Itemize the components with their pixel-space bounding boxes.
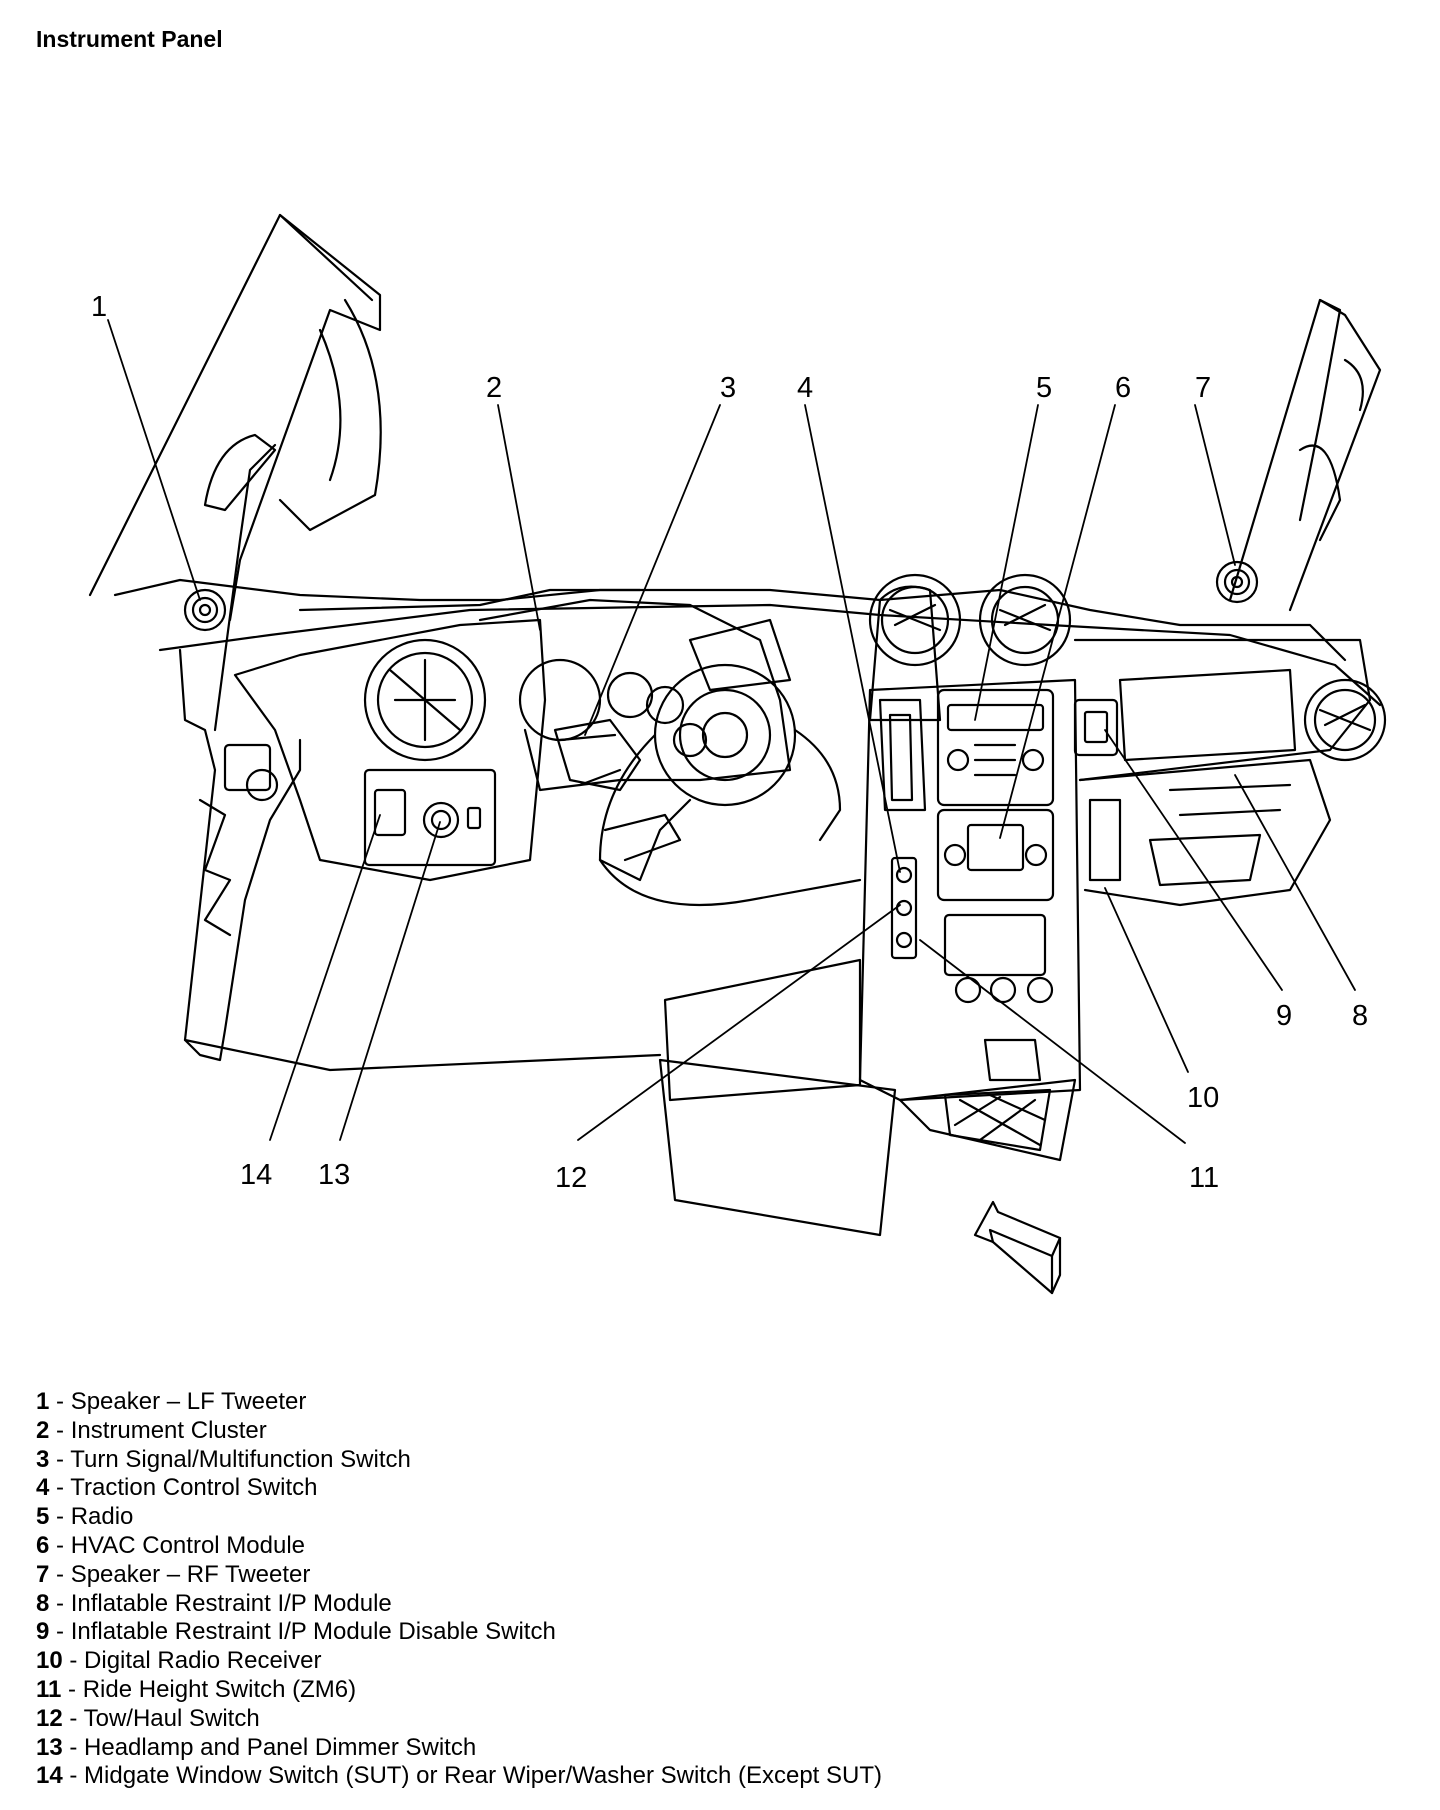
steering-column	[553, 663, 862, 906]
callout-1: 1	[91, 291, 107, 323]
dash-top	[113, 578, 1382, 707]
legend-item: 10 - Digital Radio Receiver	[36, 1647, 322, 1675]
callout-11: 11	[1189, 1162, 1219, 1194]
legend-item: 2 - Instrument Cluster	[36, 1416, 267, 1444]
center-stack	[858, 573, 1082, 1102]
right-dash-panel	[1073, 638, 1387, 907]
page-title: Instrument Panel	[36, 26, 223, 52]
legend-item: 8 - Inflatable Restraint I/P Module	[36, 1589, 392, 1617]
instrument-panel-drawing: 1 2 3 4 5 6 7 8 9 10 11 12 13 14	[88, 213, 1387, 1295]
callout-4: 4	[797, 372, 813, 404]
legend-item: 3 - Turn Signal/Multifunction Switch	[36, 1445, 411, 1473]
legend-item: 7 - Speaker – RF Tweeter	[36, 1560, 311, 1588]
left-a-pillar	[88, 213, 382, 732]
left-vent-bezel	[233, 618, 547, 882]
glove-box	[658, 958, 1077, 1237]
legend: 1 - Speaker – LF Tweeter 2 - Instrument …	[36, 1388, 1186, 1791]
callout-3: 3	[720, 372, 736, 404]
rf-tweeter-speaker	[1215, 560, 1259, 604]
callout-7: 7	[1195, 372, 1211, 404]
callout-9: 9	[1276, 1000, 1292, 1032]
legend-item: 12 - Tow/Haul Switch	[36, 1704, 260, 1732]
callout-2: 2	[486, 372, 502, 404]
callout-5: 5	[1036, 372, 1052, 404]
left-end-panel	[178, 648, 662, 1072]
callout-8: 8	[1352, 1000, 1368, 1032]
legend-item: 5 - Radio	[36, 1503, 134, 1531]
legend-item: 13 - Headlamp and Panel Dimmer Switch	[36, 1733, 477, 1761]
legend-item: 9 - Inflatable Restraint I/P Module Disa…	[36, 1618, 556, 1646]
callout-10: 10	[1187, 1082, 1219, 1114]
legend-item: 14 - Midgate Window Switch (SUT) or Rear…	[36, 1762, 882, 1790]
view-direction-arrow	[973, 1200, 1062, 1295]
legend-item: 11 - Ride Height Switch (ZM6)	[36, 1675, 357, 1703]
right-a-pillar	[1228, 298, 1382, 612]
callout-14: 14	[240, 1159, 272, 1191]
leader-lines	[107, 319, 1356, 1144]
legend-item: 4 - Traction Control Switch	[36, 1474, 318, 1502]
callout-12: 12	[555, 1162, 587, 1194]
lf-tweeter-speaker	[183, 588, 227, 632]
callout-labels: 1 2 3 4 5 6 7 8 9 10 11 12 13 14	[91, 291, 1368, 1194]
legend-item: 1 - Speaker – LF Tweeter	[36, 1388, 307, 1415]
callout-6: 6	[1115, 372, 1131, 404]
legend-item: 6 - HVAC Control Module	[36, 1531, 306, 1559]
callout-13: 13	[318, 1159, 350, 1191]
